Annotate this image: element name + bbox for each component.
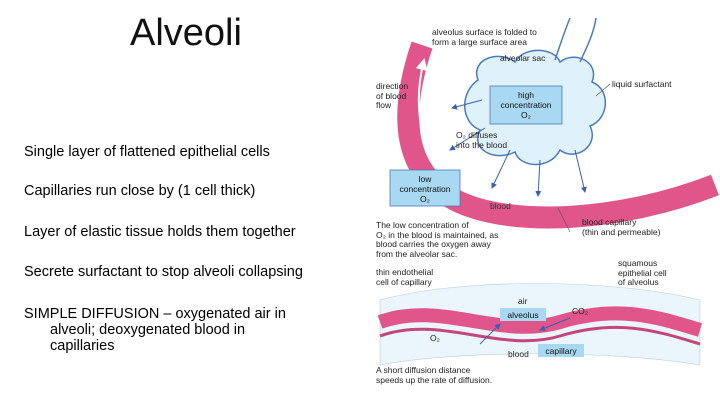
endothelial-label: thin endothelial cell of capillary [376, 267, 434, 287]
bullet-diffusion-line3: capillaries [50, 338, 115, 354]
squamous-line1: squamous [618, 258, 658, 268]
inset-capillary-box [538, 344, 584, 357]
low-note-line1: The low concentration of [376, 220, 469, 230]
low-line2: concentration [399, 184, 451, 194]
capillary-line1: blood capillary [582, 217, 637, 227]
bullet-elastic: Layer of elastic tissue holds them toget… [24, 224, 296, 240]
squamous-line3: of alveolus [618, 277, 659, 287]
inset-blood-label: blood [508, 349, 529, 359]
blood-flow-arrow [415, 58, 441, 171]
bullet-surfactant: Secrete surfactant to stop alveoli colla… [24, 264, 303, 280]
surface-note-line1: alveolus surface is folded to [432, 27, 537, 37]
inset-air-label: air [518, 296, 528, 306]
alveolar-sac-label: alveolar sac [500, 53, 546, 63]
sac-neck [554, 17, 571, 61]
blood-flow-line1: direction [376, 81, 409, 91]
high-line1: high [517, 90, 535, 100]
capillary-line2: (thin and permeable) [582, 226, 661, 237]
diffuses-line2: into the blood [456, 139, 508, 150]
surface-note: alveolus surface is folded to form a lar… [432, 27, 537, 47]
low-note-line4: from the alveolar sac. [376, 248, 458, 259]
inset-alveolus-box [500, 308, 546, 321]
low-note-line3: blood carries the oxygen away [376, 239, 491, 249]
inset-capillary-label: capillary [545, 346, 577, 356]
slide-title: Alveoli [130, 12, 242, 54]
inset-o2-label: O₂ [430, 333, 440, 343]
low-concentration-note: The low concentration of O₂ in the blood… [376, 220, 499, 259]
bullet-capillaries: Capillaries run close by (1 cell thick) [24, 183, 256, 199]
blood-flow-label: direction of blood flow [376, 81, 409, 111]
short-line2: speeds up the rate of diffusion. [376, 374, 493, 385]
squamous-label: squamous epithelial cell of alveolus [618, 258, 667, 288]
squamous-line2: epithelial cell [618, 267, 667, 278]
blood-flow-line2: of blood [376, 90, 407, 101]
endothelial-line1: thin endothelial [376, 267, 434, 277]
bullet-diffusion: SIMPLE DIFFUSION – oxygenated air in alv… [24, 306, 324, 354]
liquid-surfactant-label: liquid surfactant [612, 79, 672, 89]
low-line3: O₂ [420, 194, 430, 204]
low-line1: low [418, 174, 432, 184]
bullet-diffusion-line1: SIMPLE DIFFUSION – oxygenated air in [24, 306, 286, 322]
surface-note-line2: form a large surface area [432, 36, 527, 47]
inset-co2-label: CO₂ [572, 306, 589, 316]
high-line3: O₂ [521, 110, 531, 120]
short-distance-note: A short diffusion distance speeds up the… [376, 365, 493, 385]
inset-alveolus-label: alveolus [507, 310, 539, 320]
alveolus-diagram: alveolus surface is folded to form a lar… [360, 0, 720, 405]
blood-flow-line3: flow [376, 100, 392, 110]
short-line1: A short diffusion distance [376, 365, 471, 375]
endothelial-line2: cell of capillary [376, 276, 432, 287]
diffuses-line1: O₂ diffuses [456, 130, 498, 140]
bullet-epithelial: Single layer of flattened epithelial cel… [24, 144, 270, 160]
diffuses-label: O₂ diffuses into the blood [456, 130, 508, 150]
high-concentration-box [489, 85, 563, 125]
bullet-diffusion-line2: alveoli; deoxygenated blood in [50, 322, 246, 338]
high-concentration-label: high concentration O₂ [490, 90, 562, 120]
low-note-line2: O₂ in the blood is maintained, as [376, 229, 499, 240]
high-line2: concentration [500, 100, 552, 110]
blood-label: blood [490, 201, 511, 211]
alveolus-diagram-art [377, 17, 719, 366]
low-concentration-box [389, 169, 461, 207]
low-concentration-label: low concentration O₂ [390, 174, 460, 204]
blood-capillary-label: blood capillary (thin and permeable) [582, 217, 661, 237]
